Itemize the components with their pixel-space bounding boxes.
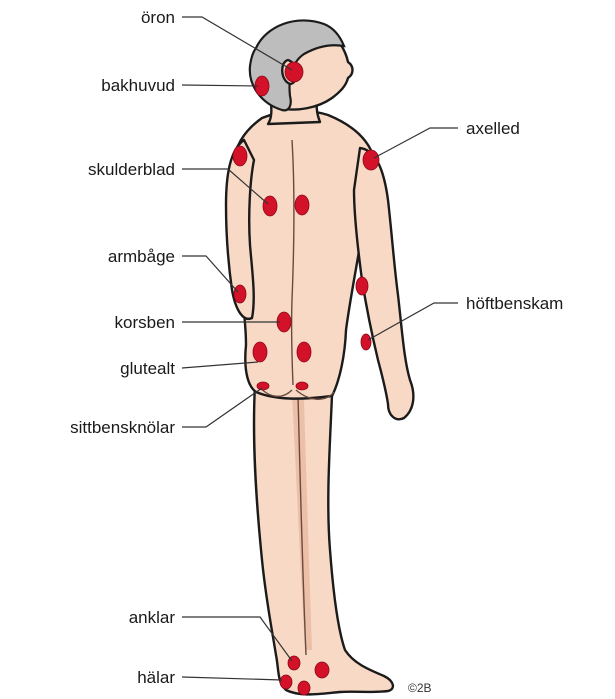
label-glutealt: glutealt — [120, 359, 175, 378]
pressure-point-shoulder-blade-left — [263, 196, 277, 216]
pressure-point-gluteal-right — [297, 342, 311, 362]
label-axelled: axelled — [466, 119, 520, 138]
copyright-notice: ©2B — [408, 681, 432, 695]
label-anklar: anklar — [129, 608, 176, 627]
pressure-point-iliac-crest — [361, 334, 371, 350]
leader-axelled — [374, 128, 458, 158]
pressure-point-heel-right — [298, 681, 310, 695]
label-halar: hälar — [137, 668, 175, 687]
label-armbage: armbåge — [108, 247, 175, 266]
leader-bakhuvud — [182, 85, 258, 86]
label-oron: öron — [141, 8, 175, 27]
label-skulderblad: skulderblad — [88, 160, 175, 179]
pressure-point-ischial-right — [296, 382, 308, 390]
label-korsben: korsben — [115, 313, 175, 332]
pressure-point-ear — [285, 62, 303, 82]
pressure-point-ankle-right — [315, 662, 329, 678]
leader-sittbensknolar — [182, 388, 262, 427]
pressure-point-heel — [280, 675, 292, 689]
pressure-point-gluteal-left — [253, 342, 267, 362]
legs — [254, 385, 393, 694]
pressure-point-right-elbow — [356, 277, 368, 295]
pressure-point-elbow — [234, 285, 246, 303]
pressure-point-ischial-left — [257, 382, 269, 390]
pressure-point-shoulder-blade-right — [295, 195, 309, 215]
label-sittbensknolar: sittbensknölar — [70, 418, 175, 437]
pressure-point-left-shoulder — [233, 146, 247, 166]
leader-halar — [182, 677, 282, 680]
label-bakhuvud: bakhuvud — [101, 76, 175, 95]
label-hoftbenskam: höftbenskam — [466, 294, 563, 313]
pressure-point-shoulder-joint — [363, 150, 379, 170]
